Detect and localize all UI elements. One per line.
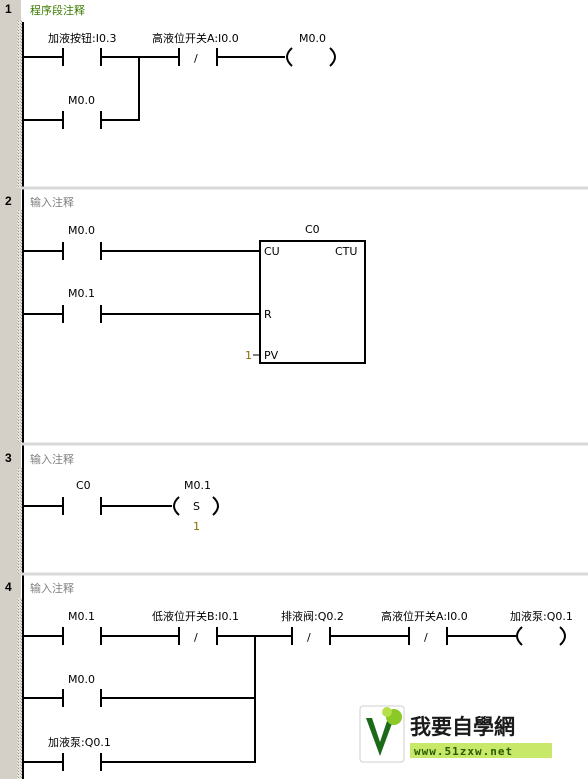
- network-2-number[interactable]: 2: [5, 194, 12, 208]
- net2-pin-cu: CU: [264, 245, 280, 258]
- network-gutter-hatch-2: [17, 210, 22, 442]
- logo-leaf-icon-2: [382, 707, 392, 717]
- net1-contact3-label[interactable]: 高液位开关A:I0.0: [152, 31, 239, 45]
- net2-pin-r: R: [264, 308, 272, 321]
- net4-contact3-nc-slash: /: [307, 631, 311, 644]
- network-4-number[interactable]: 4: [5, 580, 12, 594]
- net2-contact2-label[interactable]: M0.1: [68, 287, 95, 300]
- net4-contact6[interactable]: [23, 753, 255, 771]
- network-gutter-hatch-1: [17, 20, 22, 188]
- logo-graphic: 我要自學網 www.51zxw.net: [359, 705, 552, 763]
- net4-contact2-nc[interactable]: /: [178, 627, 292, 645]
- net4-coil[interactable]: [516, 626, 566, 646]
- net4-contact4-nc[interactable]: /: [408, 627, 516, 645]
- net1-contact1-label[interactable]: 加液按钮:I0.3: [48, 31, 116, 45]
- net2-pin-pv: PV: [264, 349, 279, 362]
- net4-contact3-label[interactable]: 排液阀:Q0.2: [281, 609, 344, 623]
- network-2-comment[interactable]: 输入注释: [30, 195, 74, 209]
- network-4-comment[interactable]: 输入注释: [30, 581, 74, 595]
- net2-pv-value[interactable]: 1: [245, 349, 252, 362]
- net4-contact5[interactable]: [23, 689, 255, 707]
- network-1-number[interactable]: 1: [5, 2, 12, 16]
- net3-contact1-label[interactable]: C0: [76, 479, 91, 492]
- net1-contact2-label[interactable]: M0.0: [68, 94, 95, 107]
- net1-contact2[interactable]: [23, 57, 140, 129]
- net4-contact2-label[interactable]: 低液位开关B:I0.1: [152, 609, 239, 623]
- net4-contact6-label[interactable]: 加液泵:Q0.1: [48, 735, 111, 749]
- net4-contact2-nc-slash: /: [194, 631, 198, 644]
- net3-coil-type: S: [193, 500, 200, 513]
- watermark-logo: 我要自學網 www.51zxw.net: [358, 704, 554, 764]
- net4-contact4-nc-slash: /: [424, 631, 428, 644]
- net2-contact2[interactable]: [23, 305, 260, 323]
- network-1-comment[interactable]: 程序段注释: [30, 3, 85, 17]
- network-gutter-hatch-3: [17, 468, 22, 574]
- net4-contact1[interactable]: [23, 627, 179, 645]
- watermark-url: www.51zxw.net: [414, 745, 513, 758]
- network-3-number[interactable]: 3: [5, 451, 12, 465]
- network-3-comment[interactable]: 输入注释: [30, 452, 74, 466]
- net2-pin-ctu: CTU: [335, 245, 357, 258]
- net4-coil-label[interactable]: 加液泵:Q0.1: [510, 609, 573, 623]
- watermark-url-bar: [410, 743, 552, 758]
- network-gutter-hatch-4: [17, 598, 22, 779]
- net2-contact1[interactable]: [23, 242, 260, 260]
- net3-coil-label[interactable]: M0.1: [184, 479, 211, 492]
- logo-v-mark: [366, 718, 394, 756]
- net2-counter-box[interactable]: [259, 240, 366, 364]
- net2-counter-name[interactable]: C0: [305, 223, 320, 236]
- net3-contact1[interactable]: [23, 497, 172, 515]
- net1-contact3-nc[interactable]: /: [178, 48, 285, 66]
- net3-set-coil[interactable]: S: [173, 496, 219, 516]
- net1-contact1[interactable]: [23, 48, 180, 66]
- network-gutter: [0, 0, 21, 779]
- net4-contact4-label[interactable]: 高液位开关A:I0.0: [381, 609, 468, 623]
- watermark-text: 我要自學網: [410, 715, 515, 739]
- net4-contact5-label[interactable]: M0.0: [68, 673, 95, 686]
- net4-contact1-label[interactable]: M0.1: [68, 610, 95, 623]
- net1-coil-label[interactable]: M0.0: [299, 32, 326, 45]
- net4-contact3-nc[interactable]: /: [291, 627, 409, 645]
- net2-contact1-label[interactable]: M0.0: [68, 224, 95, 237]
- net1-contact3-nc-slash: /: [194, 52, 198, 65]
- net1-coil[interactable]: [286, 47, 336, 67]
- net3-coil-value[interactable]: 1: [193, 520, 200, 533]
